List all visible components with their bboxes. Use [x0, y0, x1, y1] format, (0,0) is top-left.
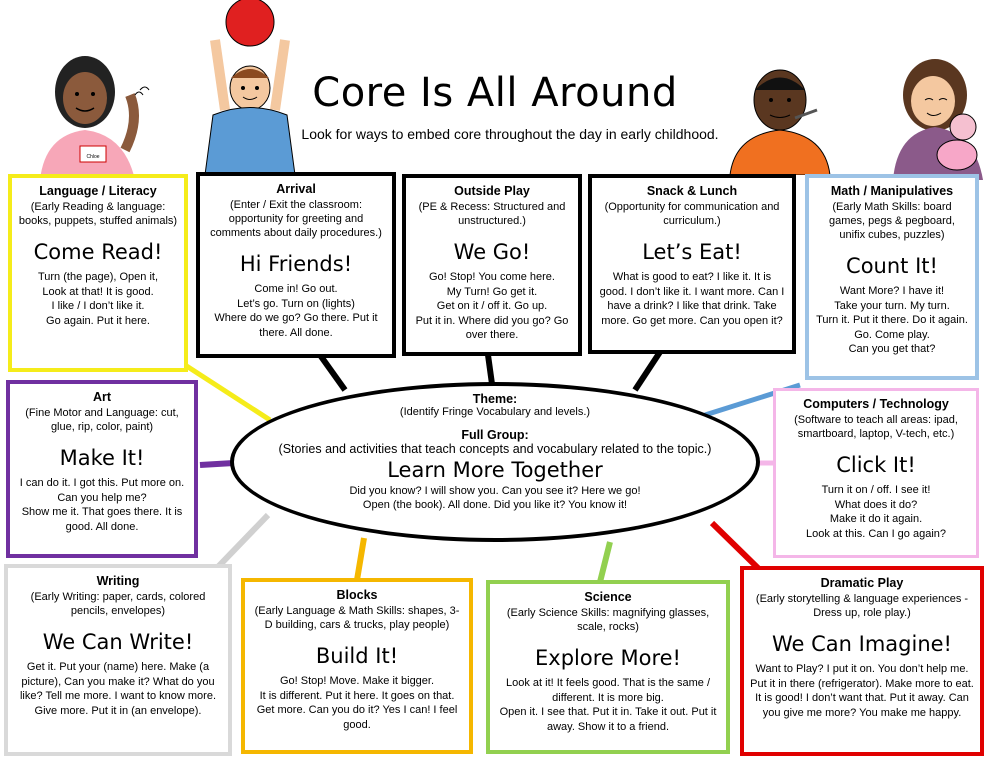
core-phrase: Learn More Together [387, 458, 603, 482]
box-text-line: Turn (the page), Open it, [37, 271, 159, 283]
box-text-line: Open it. I see that. Put it in. Take it … [499, 706, 717, 733]
page-title: Core Is All Around [312, 70, 678, 116]
box-heading: Blocks [336, 588, 378, 602]
box-language-literacy: Language / Literacy (Early Reading & lan… [8, 174, 188, 372]
core-phrase: Build It! [315, 644, 399, 668]
connector-blocks [354, 537, 367, 581]
box-heading: Science [584, 590, 632, 604]
box-text-line: Look at this. Can I go again? [805, 527, 947, 540]
box-heading: Arrival [276, 182, 316, 196]
full-group-label: Full Group: [461, 428, 529, 442]
core-phrase: We Go! [453, 240, 531, 264]
box-text-line: Can you get that? [848, 343, 936, 355]
box-heading: Art [92, 390, 112, 404]
box-text-line: Look at it! It feels good. That is the s… [505, 677, 711, 704]
central-theme-ellipse: Theme: (Identify Fringe Vocabulary and l… [230, 382, 760, 542]
box-description: (Software to teach all areas: ipad, smar… [794, 414, 958, 440]
box-text-line: Get it. Put your (name) here. Make (a pi… [19, 661, 217, 717]
box-heading: Language / Literacy [39, 184, 157, 198]
page-subtitle: Look for ways to embed core throughout t… [301, 126, 719, 142]
girl-waving-illustration: Chloe [40, 56, 150, 180]
box-text-line: Can you help me? [57, 491, 147, 504]
center-text-line: Open (the book). All done. Did you like … [362, 499, 628, 511]
box-art: Art (Fine Motor and Language: cut, glue,… [6, 380, 198, 558]
connector-outside [485, 354, 495, 385]
box-snack-lunch: Snack & Lunch (Opportunity for communica… [588, 174, 796, 354]
box-text-line: Take your turn. My turn. [834, 299, 950, 312]
box-outside-play: Outside Play (PE & Recess: Structured an… [402, 174, 582, 356]
box-heading: Snack & Lunch [646, 184, 738, 198]
box-text-line: What is good to eat? I like it. It is go… [599, 271, 785, 327]
box-text-line: I like / I don’t like it. [51, 300, 145, 312]
core-phrase: Click It! [836, 453, 916, 477]
box-text-line: Want More? I have it! [839, 285, 945, 297]
box-dramatic-play: Dramatic Play (Early storytelling & lang… [740, 566, 984, 756]
box-description: (Early Writing: paper, cards, colored pe… [30, 591, 206, 617]
box-text-line: My Turn! Go get it. [446, 285, 538, 298]
theme-label: Theme: [472, 392, 518, 406]
box-description: (Fine Motor and Language: cut, glue, rip… [25, 407, 179, 433]
box-text-line: What does it do? [834, 498, 918, 511]
box-description: (PE & Recess: Structured and unstructure… [418, 201, 566, 227]
box-text-line: Get on it / off it. Go up. [436, 300, 548, 312]
box-science: Science (Early Science Skills: magnifyin… [486, 580, 730, 754]
theme-description: (Identify Fringe Vocabulary and levels.) [399, 406, 591, 418]
box-text-line: Let’s go. Turn on (lights) [237, 297, 355, 310]
connector-dramatic [709, 520, 763, 573]
box-text-line: It is different. Put it here. It goes on… [256, 689, 458, 731]
box-description: (Opportunity for communication and curri… [604, 201, 780, 227]
box-computers-technology: Computers / Technology (Software to teac… [773, 388, 979, 558]
connector-writing [212, 512, 271, 573]
boy-eating-illustration [729, 69, 831, 175]
connector-art [199, 460, 235, 468]
box-description: (Early Science Skills: magnifying glasse… [506, 607, 710, 633]
box-blocks: Blocks (Early Language & Math Skills: sh… [241, 578, 473, 754]
box-text-line: Where do we go? Go there. Put it there. … [214, 312, 378, 339]
box-description: (Early Math Skills: board games, pegs & … [829, 201, 955, 241]
box-description: (Enter / Exit the classroom: opportunity… [210, 199, 382, 239]
center-text-line: Did you know? I will show you. Can you s… [349, 485, 641, 497]
box-text-line: Go again. Put it here. [46, 314, 150, 327]
box-text-line: I can do it. I got this. Put more on. [19, 477, 185, 489]
connector-science [597, 541, 613, 583]
box-description: (Early storytelling & language experienc… [755, 593, 969, 619]
connector-arrival [317, 353, 348, 392]
box-heading: Outside Play [454, 184, 530, 198]
box-writing: Writing (Early Writing: paper, cards, co… [4, 564, 232, 756]
core-phrase: We Can Imagine! [772, 632, 952, 656]
girl-with-doll-illustration [893, 59, 983, 180]
box-arrival: Arrival (Enter / Exit the classroom: opp… [196, 172, 396, 358]
box-text-line: Turn it. Put it there. Do it again. Go. … [816, 314, 968, 341]
box-heading: Dramatic Play [820, 576, 904, 590]
name-tag: Chloe [86, 154, 99, 160]
box-text-line: Look at that! It is good. [42, 285, 154, 298]
core-phrase: Come Read! [33, 240, 163, 264]
box-description: (Early Reading & language: books, puppet… [18, 201, 178, 227]
box-heading: Math / Manipulatives [830, 184, 954, 198]
core-phrase: Make It! [59, 446, 145, 470]
core-phrase: Let’s Eat! [642, 240, 742, 264]
box-text-line: Show me it. That goes there. It is good.… [21, 506, 183, 533]
connector-language [183, 362, 272, 423]
box-text-line: Turn it on / off. I see it! [821, 484, 931, 496]
box-text-line: Go! Stop! You come here. [429, 271, 555, 283]
box-description: (Early Language & Math Skills: shapes, 3… [254, 605, 460, 631]
box-text-line: Go! Stop! Move. Make it bigger. [279, 675, 435, 687]
box-text-line: Put it in. Where did you go? Go over the… [415, 314, 569, 342]
box-text-line: Come in! Go out. [254, 283, 338, 295]
box-heading: Computers / Technology [803, 397, 949, 411]
box-text-line: Make it do it again. [829, 513, 923, 525]
full-group-description: (Stories and activities that teach conce… [278, 442, 712, 456]
core-phrase: Hi Friends! [239, 252, 353, 276]
core-phrase: Explore More! [535, 646, 681, 670]
core-phrase: Count It! [846, 254, 938, 278]
core-phrase: We Can Write! [42, 630, 194, 654]
connector-snack [632, 350, 663, 392]
boy-with-ball-illustration [204, 0, 296, 175]
box-math-manipulatives: Math / Manipulatives (Early Math Skills:… [805, 174, 979, 380]
box-heading: Writing [96, 574, 140, 588]
box-text-line: Want to Play? I put it on. You don’t hel… [750, 663, 974, 719]
